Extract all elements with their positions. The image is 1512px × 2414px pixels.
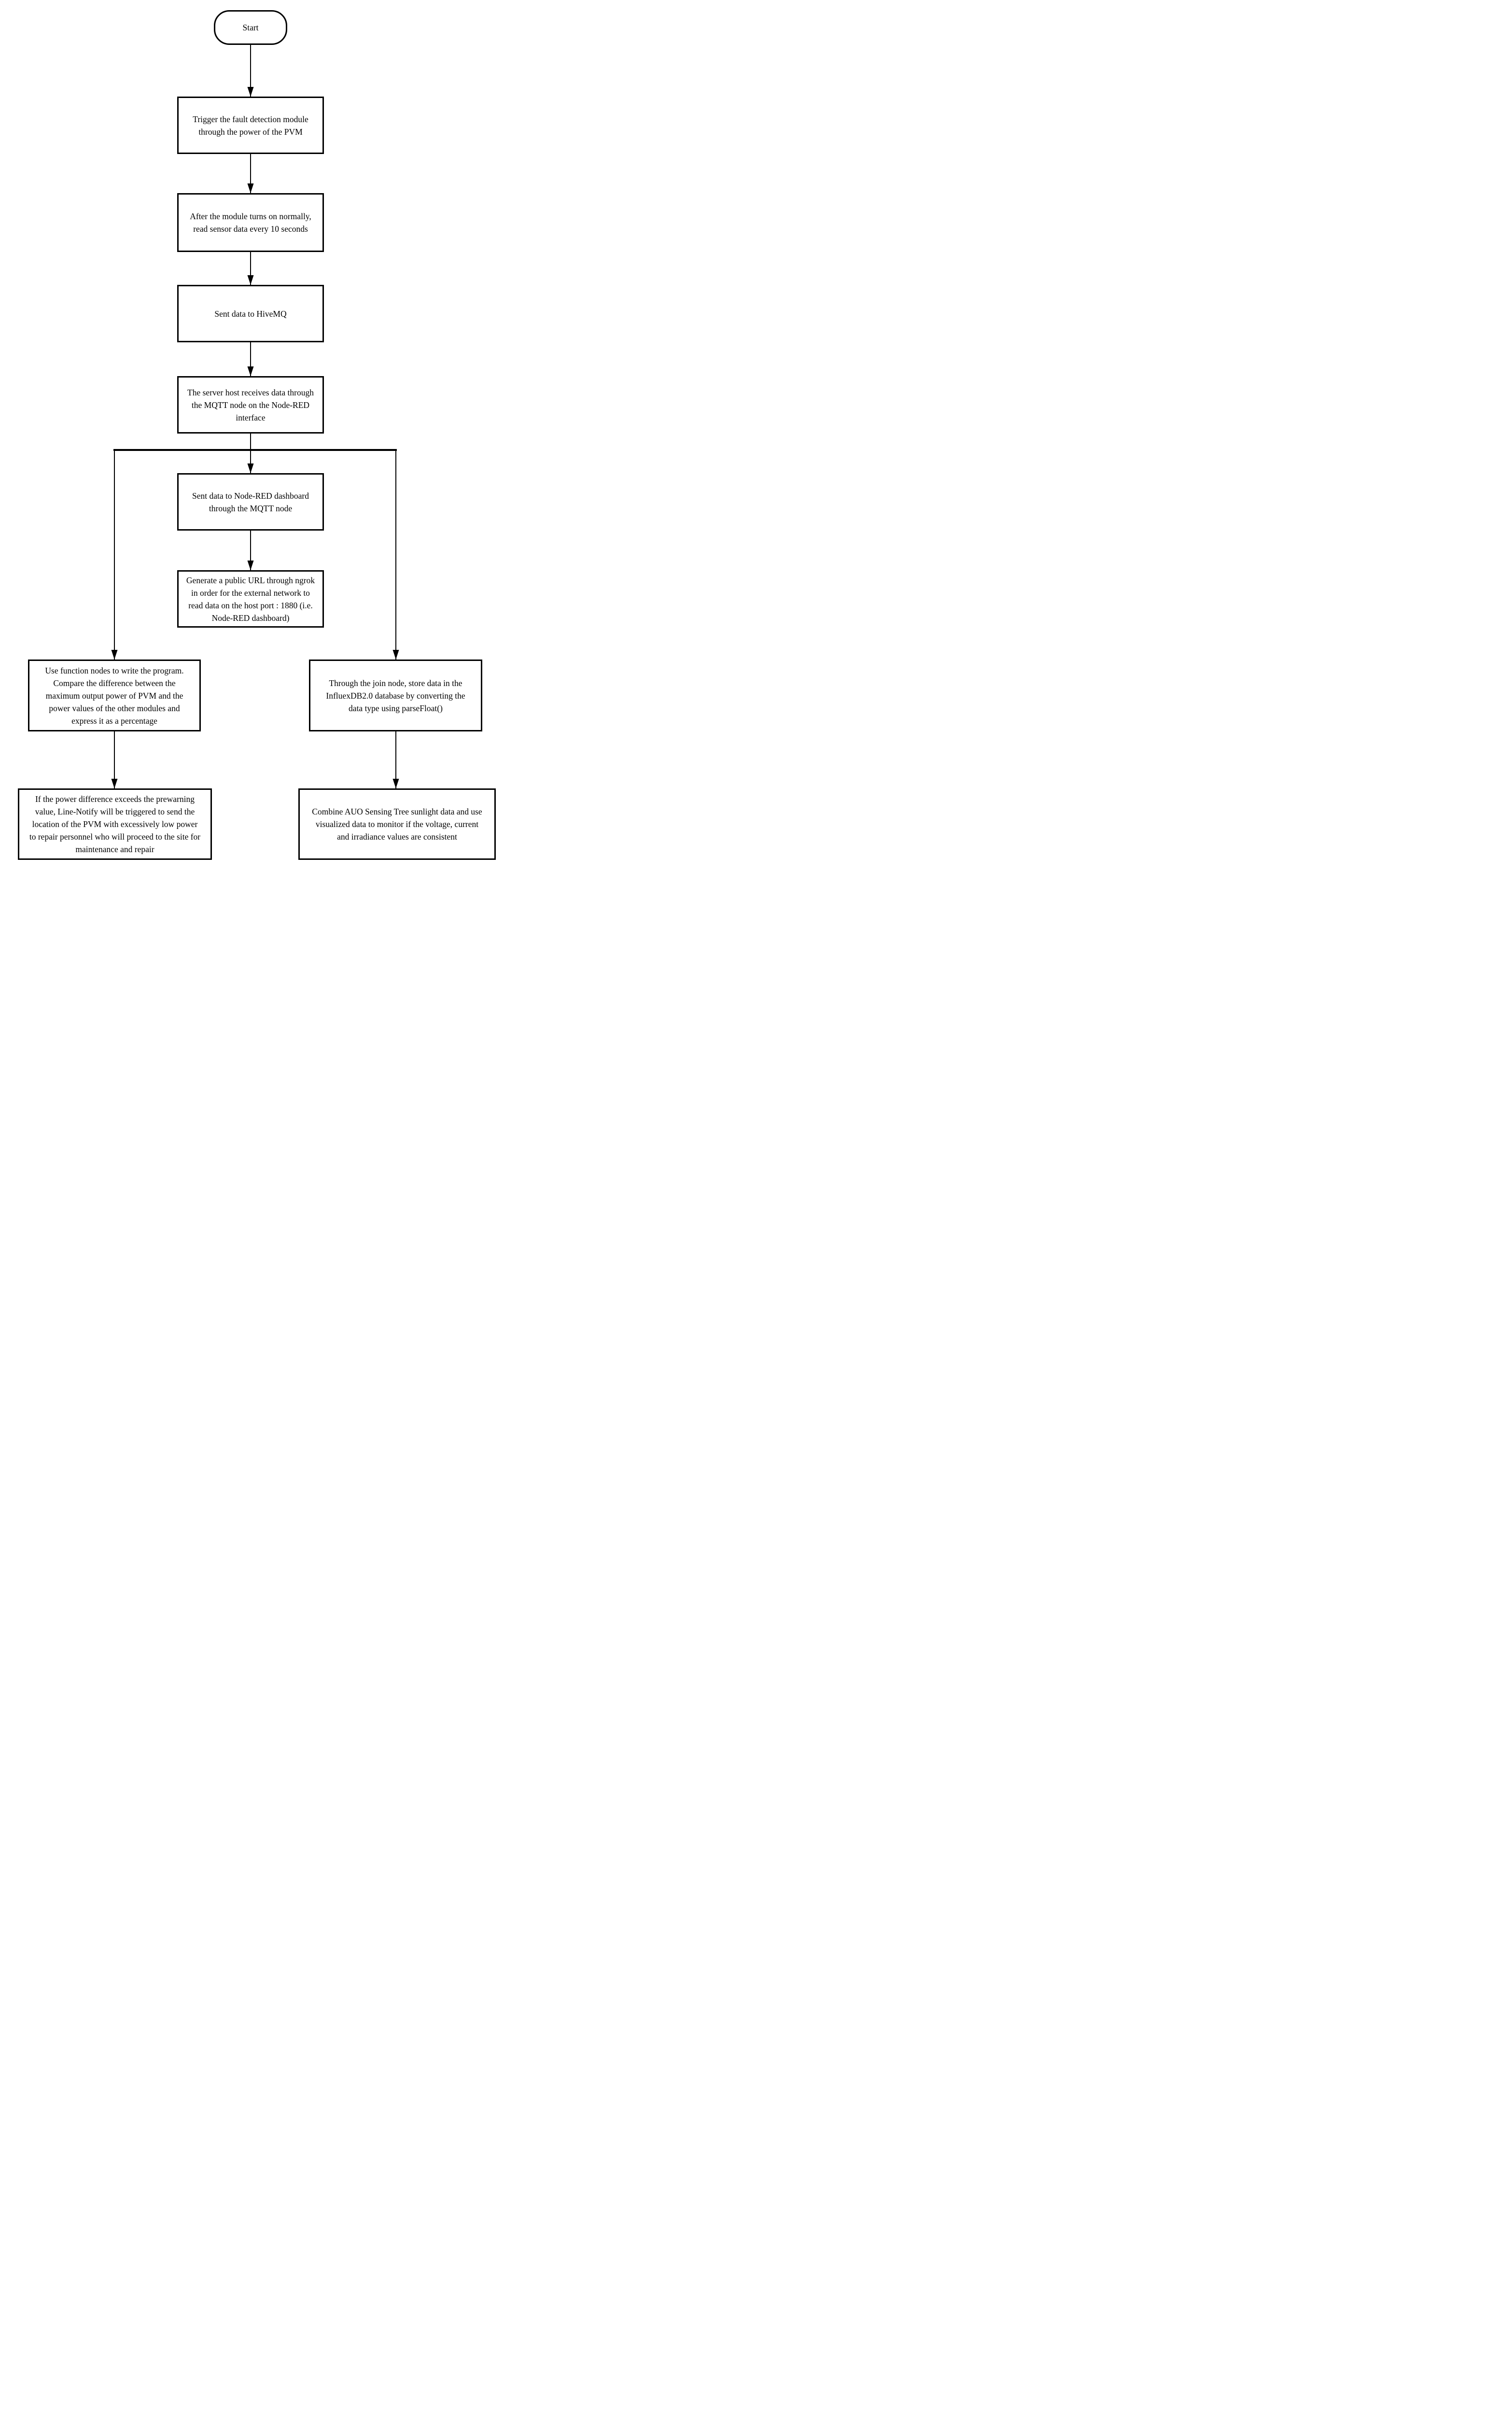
node-generate-ngrok-url: Generate a public URL through ngrok in o… (177, 570, 324, 628)
node-start: Start (214, 10, 287, 45)
node-combine-auo-monitor: Combine AUO Sensing Tree sunlight data a… (298, 788, 496, 860)
node-line-notify-alert: If the power difference exceeds the prew… (18, 788, 212, 860)
flowchart-canvas: Start Trigger the fault detection module… (0, 0, 504, 867)
node-function-nodes-compare: Use function nodes to write the program.… (28, 660, 201, 731)
node-read-sensor-data: After the module turns on normally, read… (177, 193, 324, 252)
node-combine-auo-monitor-label: Combine AUO Sensing Tree sunlight data a… (312, 807, 482, 842)
node-send-data-dashboard-label: Sent data to Node-RED dashboard through … (192, 491, 309, 513)
node-send-data-hivemq: Sent data to HiveMQ (177, 285, 324, 342)
node-read-sensor-data-label: After the module turns on normally, read… (190, 211, 311, 234)
node-server-host-receives: The server host receives data through th… (177, 376, 324, 434)
flowchart-connectors (111, 45, 399, 788)
node-join-node-store-label: Through the join node, store data in the… (326, 678, 465, 713)
node-trigger-fault-detection: Trigger the fault detection module throu… (177, 97, 324, 154)
node-server-host-receives-label: The server host receives data through th… (187, 387, 314, 422)
node-join-node-store: Through the join node, store data in the… (309, 660, 482, 731)
node-generate-ngrok-url-label: Generate a public URL through ngrok in o… (186, 575, 315, 623)
node-function-nodes-compare-label: Use function nodes to write the program.… (45, 665, 184, 726)
node-send-data-hivemq-label: Sent data to HiveMQ (214, 309, 287, 319)
node-trigger-fault-detection-label: Trigger the fault detection module throu… (193, 114, 308, 137)
node-start-label: Start (242, 23, 259, 32)
node-line-notify-alert-label: If the power difference exceeds the prew… (29, 794, 201, 854)
node-send-data-dashboard: Sent data to Node-RED dashboard through … (177, 473, 324, 531)
